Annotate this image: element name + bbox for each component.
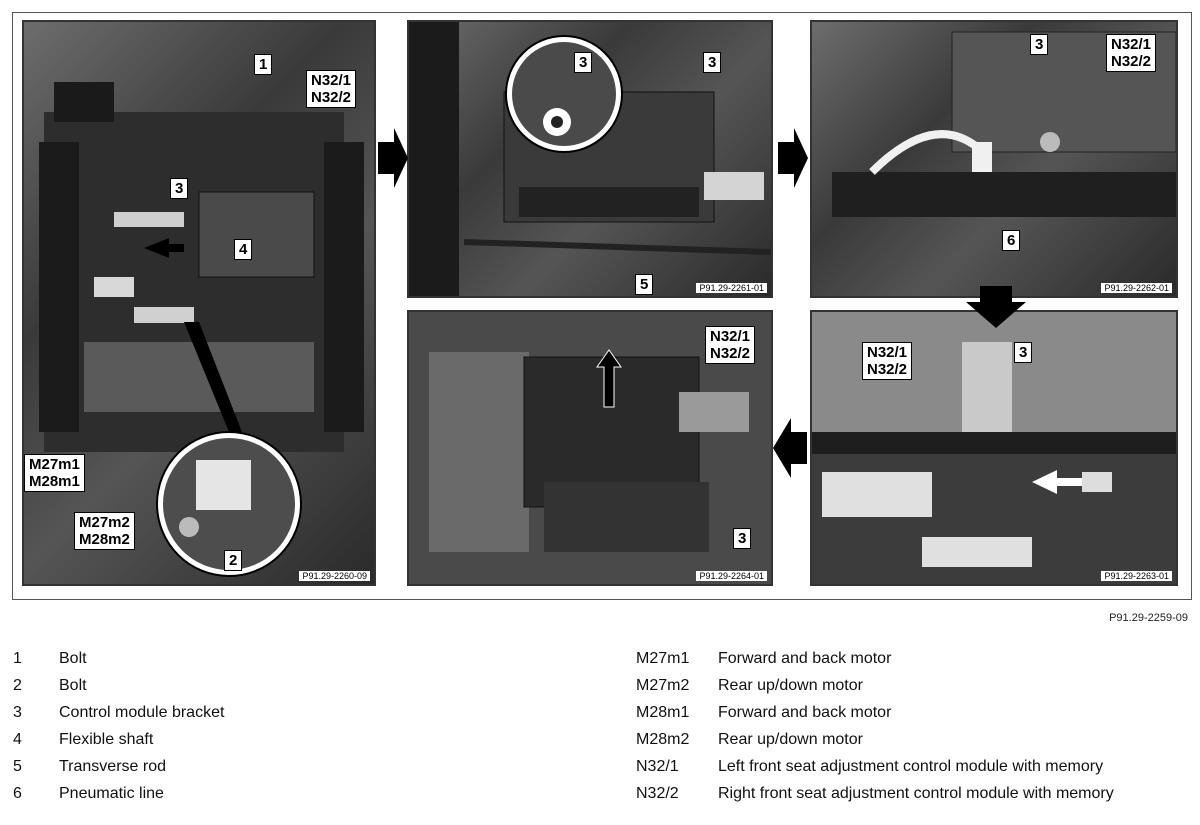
callout-3: 3 <box>733 528 752 549</box>
flow-arrow-down <box>966 286 1026 328</box>
photo-id: P91.29-2264-01 <box>696 571 767 581</box>
photo-pneumatic-line: 3 N32/1 N32/2 6 P91.29-2262-01 <box>810 20 1178 298</box>
callout-n32-2: N32/2 <box>1111 53 1152 70</box>
legend-item: 1 Bolt <box>13 645 224 672</box>
photo-connector: N32/1 N32/2 3 P91.29-2263-01 <box>810 310 1178 586</box>
legend-item: M28m2 Rear up/down motor <box>636 726 1114 753</box>
callout-m27m2: M27m2 <box>79 514 130 531</box>
legend-key: M27m2 <box>636 677 690 694</box>
callout-3b: 3 <box>703 52 722 73</box>
legend-item: 3 Control module bracket <box>13 699 224 726</box>
legend-item: 4 Flexible shaft <box>13 726 224 753</box>
callout-3: 3 <box>170 178 189 199</box>
callout-m28m2: M28m2 <box>79 531 130 548</box>
callout-1: 1 <box>254 54 273 75</box>
legend-text: Transverse rod <box>59 758 166 775</box>
figure-reference: P91.29-2259-09 <box>1109 612 1188 624</box>
callout-3a: 3 <box>574 52 593 73</box>
legend-text: Forward and back motor <box>718 704 892 721</box>
legend-text: Flexible shaft <box>59 731 154 748</box>
photo-id: P91.29-2262-01 <box>1101 283 1172 293</box>
legend-text: Left front seat adjustment control modul… <box>718 758 1104 775</box>
callout-n32: N32/1 N32/2 <box>862 342 913 380</box>
legend-text: Rear up/down motor <box>718 677 863 694</box>
legend-key: M28m1 <box>636 704 690 721</box>
photo-id: P91.29-2263-01 <box>1101 571 1172 581</box>
callout-m28m1: M28m1 <box>29 473 80 490</box>
callout-m27m1: M27m1 <box>29 456 80 473</box>
legend-text: Rear up/down motor <box>718 731 863 748</box>
callout-3: 3 <box>1030 34 1049 55</box>
flow-arrow-right-2 <box>778 128 808 188</box>
callout-3: 3 <box>1014 342 1033 363</box>
callout-n32: N32/1 N32/2 <box>306 70 357 108</box>
callout-n32-1: N32/1 <box>867 344 908 361</box>
legend-item: 6 Pneumatic line <box>13 780 224 807</box>
photo-id: P91.29-2260-09 <box>299 571 370 581</box>
legend-key: 4 <box>13 731 22 748</box>
legend-key: N32/2 <box>636 785 679 802</box>
callout-6: 6 <box>1002 230 1021 251</box>
callout-5: 5 <box>635 274 654 295</box>
legend-key: 5 <box>13 758 22 775</box>
callout-2: 2 <box>224 550 243 571</box>
legend-item: M27m2 Rear up/down motor <box>636 672 1114 699</box>
flow-arrow-right-1 <box>378 128 408 188</box>
legend-item: N32/1 Left front seat adjustment control … <box>636 753 1114 780</box>
legend-text: Bolt <box>59 677 87 694</box>
legend-text: Forward and back motor <box>718 650 892 667</box>
legend-key: 6 <box>13 785 22 802</box>
photo-module-lifted: N32/1 N32/2 3 P91.29-2264-01 <box>407 310 773 586</box>
legend-key: 1 <box>13 650 22 667</box>
legend-key: M28m2 <box>636 731 690 748</box>
callout-n32-1: N32/1 <box>1111 36 1152 53</box>
flow-arrow-left <box>773 418 807 478</box>
legend-item: M28m1 Forward and back motor <box>636 699 1114 726</box>
legend-item: 2 Bolt <box>13 672 224 699</box>
callout-n32-1: N32/1 <box>710 328 751 345</box>
legend-text: Pneumatic line <box>59 785 164 802</box>
callout-m27m1-m28m1: M27m1 M28m1 <box>24 454 85 492</box>
seat-frame-illustration <box>39 82 364 577</box>
legend-item: 5 Transverse rod <box>13 753 224 780</box>
legend-text: Right front seat adjustment control modu… <box>718 785 1114 802</box>
legend-key: 2 <box>13 677 22 694</box>
photo-module-removal: 3 3 5 P91.29-2261-01 <box>407 20 773 298</box>
photo-id: P91.29-2261-01 <box>696 283 767 293</box>
callout-n32-2: N32/2 <box>311 89 352 106</box>
callout-n32-2: N32/2 <box>867 361 908 378</box>
photo-seat-frame: 1 N32/1 N32/2 3 4 M27m1 M28m1 M27m2 M28m… <box>22 20 376 586</box>
callout-n32: N32/1 N32/2 <box>705 326 756 364</box>
callout-4: 4 <box>234 239 253 260</box>
callout-n32-1: N32/1 <box>311 72 352 89</box>
legend-key: 3 <box>13 704 22 721</box>
legend-key: N32/1 <box>636 758 679 775</box>
callout-n32: N32/1 N32/2 <box>1106 34 1157 72</box>
legend-text: Bolt <box>59 650 87 667</box>
legend-item: M27m1 Forward and back motor <box>636 645 1114 672</box>
callout-m27m2-m28m2: M27m2 M28m2 <box>74 512 135 550</box>
callout-n32-2: N32/2 <box>710 345 751 362</box>
legend-item: N32/2 Right front seat adjustment control… <box>636 780 1114 807</box>
legend-key: M27m1 <box>636 650 690 667</box>
legend-text: Control module bracket <box>59 704 225 721</box>
